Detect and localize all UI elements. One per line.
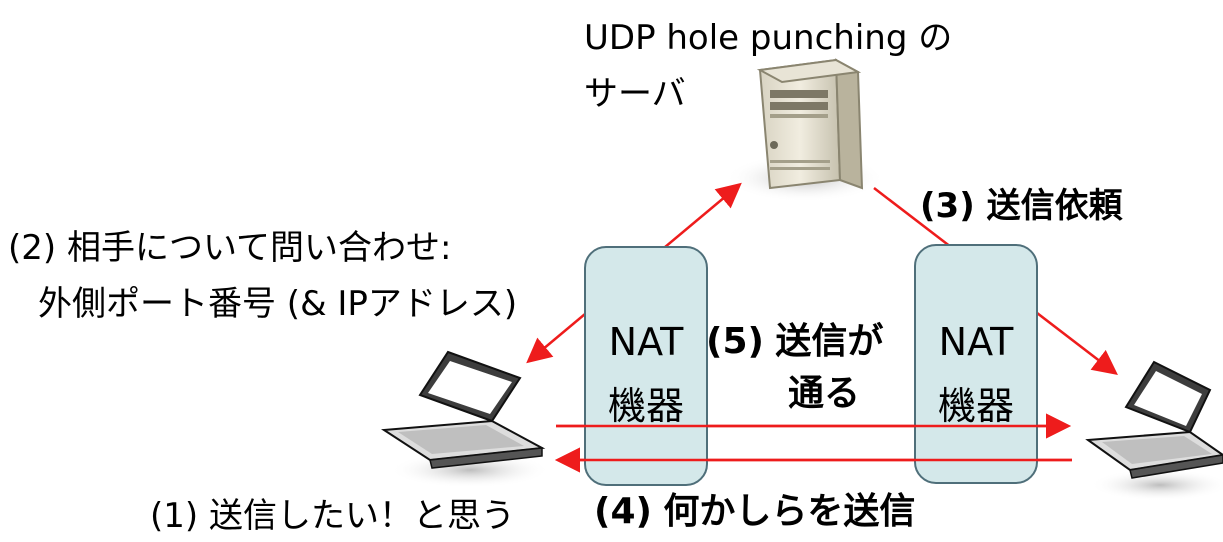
step2-label-line1: (2) 相手について問い合わせ: <box>8 228 452 268</box>
step3-label: (3) 送信依頼 <box>920 186 1123 226</box>
step4-text: 何かしらを送信 <box>663 491 916 532</box>
step5-number: (5) <box>706 321 764 362</box>
nat-box-left <box>584 246 708 486</box>
nat-left-label-1: NAT <box>608 320 684 364</box>
server-label-line2: サーバ <box>584 74 686 114</box>
step4-number: (4) <box>594 491 652 532</box>
step5-label-line2: 通る <box>787 373 860 414</box>
step4-label: (4) 何かしらを送信 <box>594 490 915 534</box>
step1-label: (1) 送信したい！と思う <box>150 496 515 536</box>
step5-label-line1: (5) 送信が <box>706 320 883 364</box>
laptop-left-icon <box>381 350 550 488</box>
laptop-right-icon <box>1085 360 1223 501</box>
nat-box-right <box>914 244 1038 484</box>
step5-text1: 送信が <box>775 321 884 362</box>
nat-right-label-1: NAT <box>938 320 1014 364</box>
step3-number: (3) <box>920 186 975 226</box>
nat-right-label-2: 機器 <box>937 384 1014 428</box>
nat-left-label-2: 機器 <box>607 384 684 428</box>
step3-text: 送信依頼 <box>986 186 1123 226</box>
server-label-line1: UDP hole punching の <box>584 18 953 58</box>
step2-label-line2: 外側ポート番号 (& IPアドレス) <box>38 284 518 324</box>
server-icon <box>725 58 885 202</box>
